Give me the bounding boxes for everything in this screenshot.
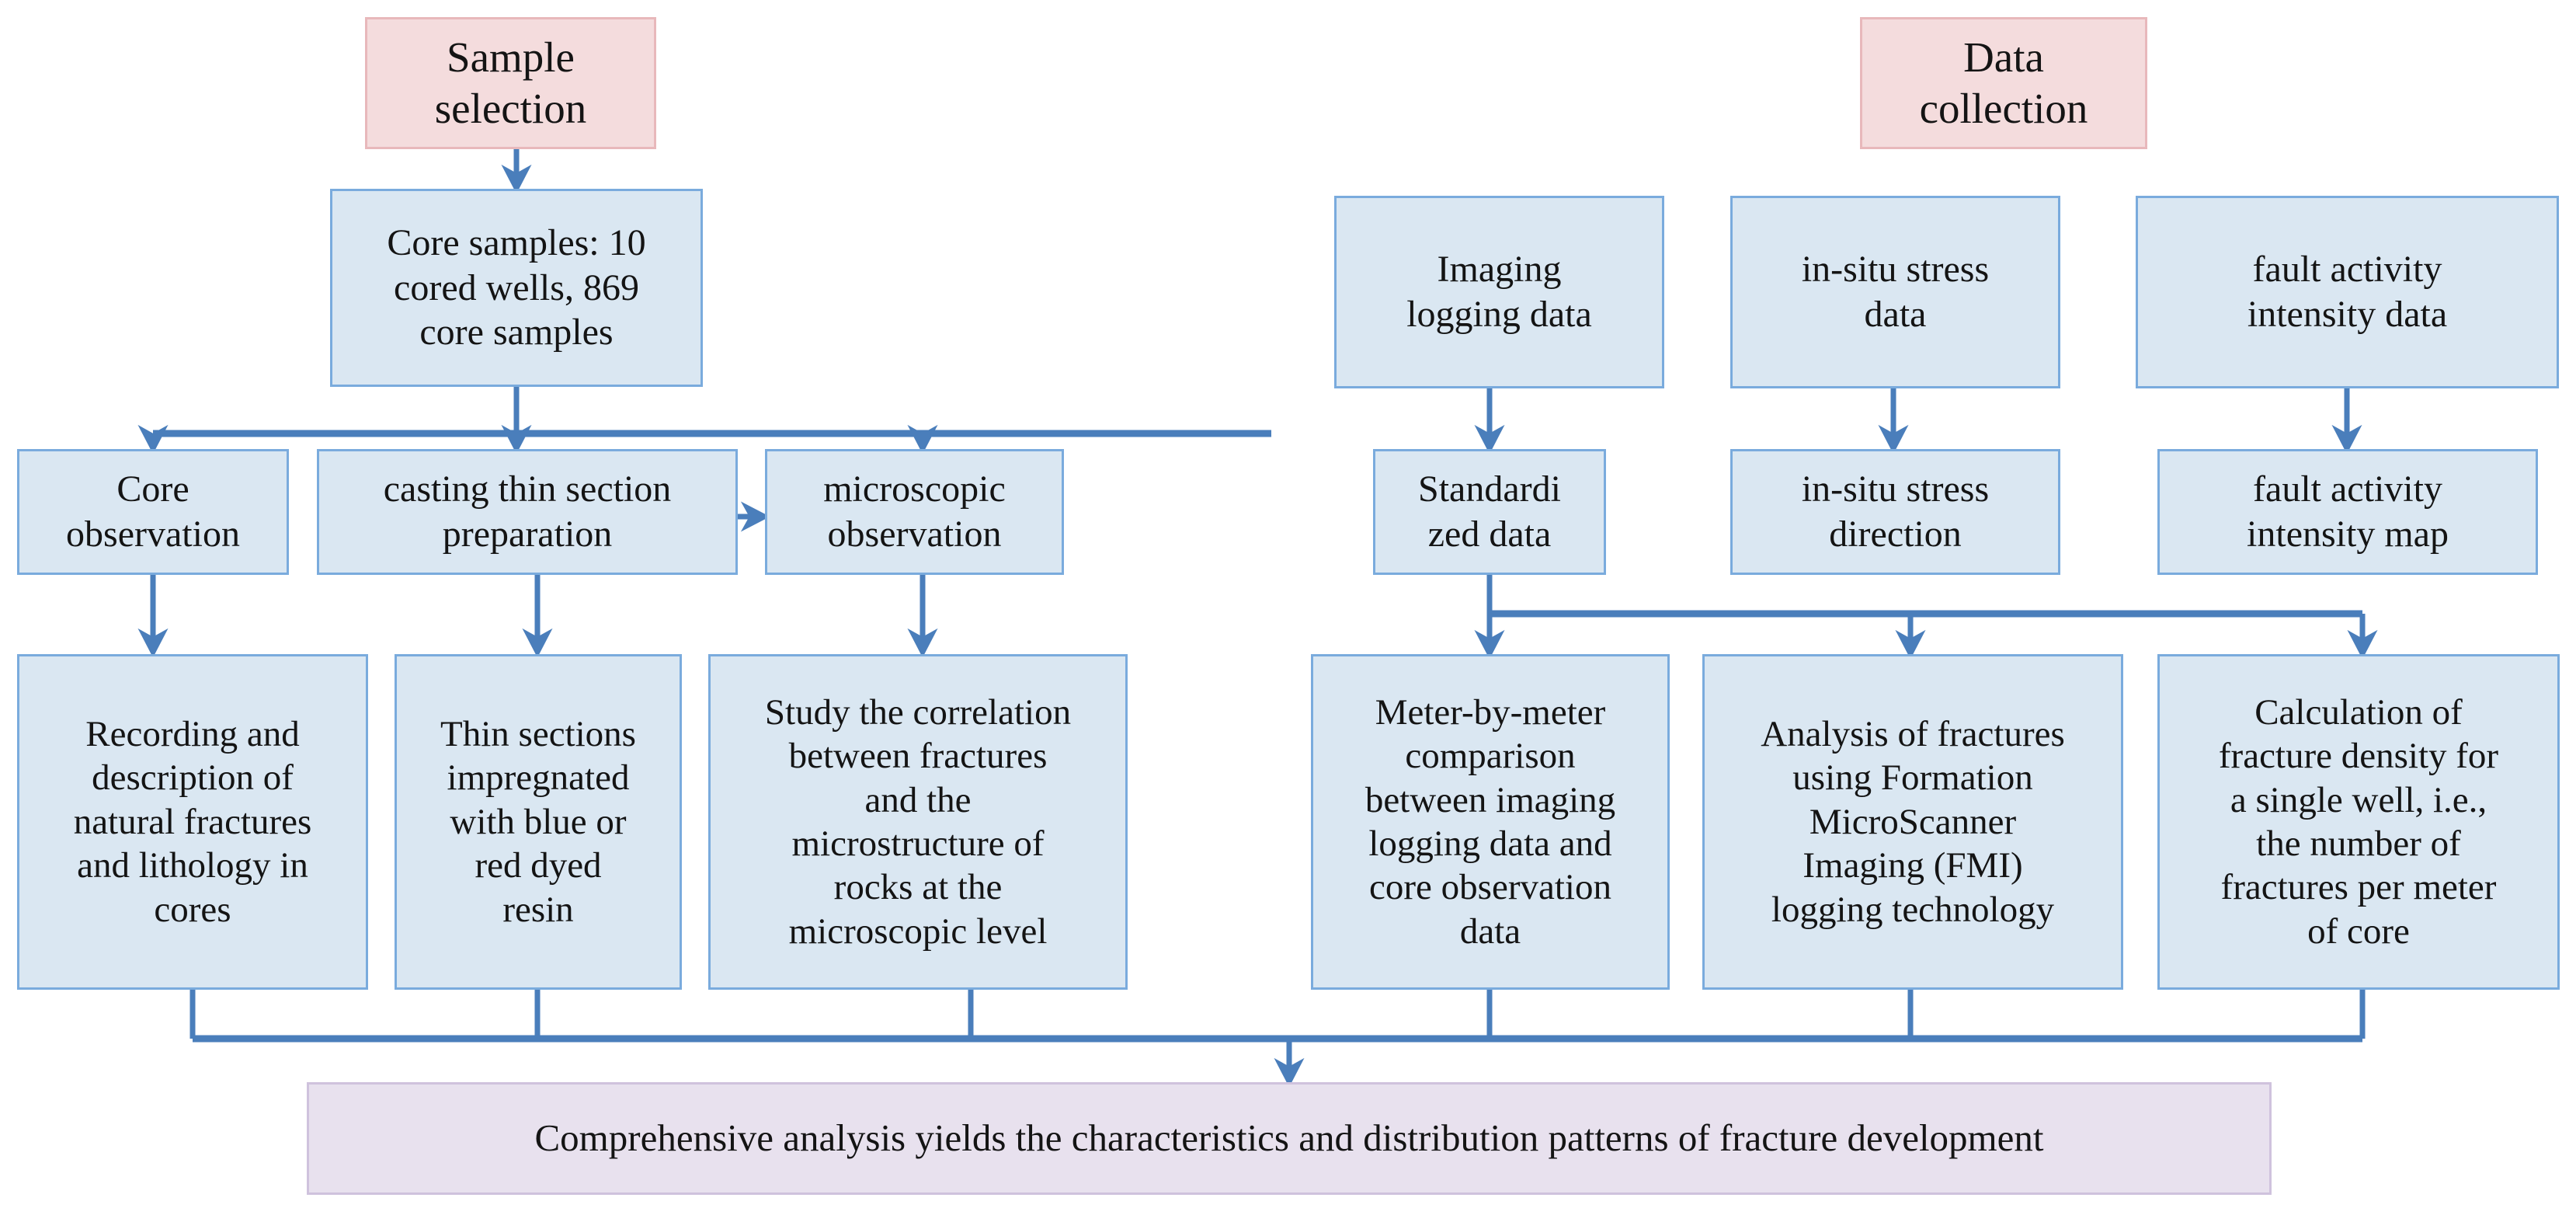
node-data-collection[interactable]: Data collection [1860, 17, 2147, 149]
node-casting-thin-section[interactable]: casting thin section preparation [317, 449, 738, 575]
node-core-samples[interactable]: Core samples: 10 cored wells, 869 core s… [330, 189, 703, 387]
node-recording-description[interactable]: Recording and description of natural fra… [17, 654, 368, 990]
node-study-correlation-label: Study the correlation between fractures … [764, 691, 1072, 952]
node-meter-by-meter-label: Meter-by-meter comparison between imagin… [1364, 691, 1616, 952]
node-sample-selection-label: Sample selection [434, 33, 587, 132]
node-data-collection-label: Data collection [1919, 33, 2088, 132]
node-fracture-density-label: Calculation of fracture density for a si… [2218, 691, 2499, 952]
node-in-situ-stress-data[interactable]: in-situ stress data [1730, 196, 2060, 388]
node-fault-activity-intensity-map-label: fault activity intensity map [2247, 468, 2449, 555]
node-standardized-data[interactable]: Standardi zed data [1373, 449, 1606, 575]
node-in-situ-stress-direction[interactable]: in-situ stress direction [1730, 449, 2060, 575]
node-imaging-logging-data[interactable]: Imaging logging data [1334, 196, 1664, 388]
node-recording-description-label: Recording and description of natural fra… [73, 714, 312, 930]
node-fault-activity-intensity-map[interactable]: fault activity intensity map [2157, 449, 2538, 575]
node-fmi-analysis-label: Analysis of fractures using Formation Mi… [1761, 714, 2065, 930]
node-fault-activity-intensity-data[interactable]: fault activity intensity data [2136, 196, 2559, 388]
node-core-observation[interactable]: Core observation [17, 449, 289, 575]
node-standardized-data-label: Standardi zed data [1418, 468, 1561, 555]
node-thin-sections-resin-label: Thin sections impregnated with blue or r… [440, 714, 636, 930]
node-casting-thin-section-label: casting thin section preparation [383, 468, 672, 555]
node-core-samples-label: Core samples: 10 cored wells, 869 core s… [387, 222, 646, 353]
node-in-situ-stress-data-label: in-situ stress data [1801, 249, 1990, 335]
node-microscopic-observation-label: microscopic observation [823, 468, 1006, 555]
node-microscopic-observation[interactable]: microscopic observation [765, 449, 1064, 575]
node-study-correlation[interactable]: Study the correlation between fractures … [708, 654, 1128, 990]
node-thin-sections-resin[interactable]: Thin sections impregnated with blue or r… [395, 654, 682, 990]
node-imaging-logging-data-label: Imaging logging data [1406, 249, 1592, 335]
node-fmi-analysis[interactable]: Analysis of fractures using Formation Mi… [1702, 654, 2123, 990]
node-sample-selection[interactable]: Sample selection [365, 17, 656, 149]
node-fracture-density[interactable]: Calculation of fracture density for a si… [2157, 654, 2560, 990]
node-core-observation-label: Core observation [66, 468, 240, 555]
node-in-situ-stress-direction-label: in-situ stress direction [1801, 468, 1990, 555]
node-fault-activity-intensity-data-label: fault activity intensity data [2247, 249, 2448, 335]
node-summary-label: Comprehensive analysis yields the charac… [534, 1116, 2044, 1160]
node-summary[interactable]: Comprehensive analysis yields the charac… [307, 1082, 2272, 1195]
node-meter-by-meter[interactable]: Meter-by-meter comparison between imagin… [1311, 654, 1670, 990]
